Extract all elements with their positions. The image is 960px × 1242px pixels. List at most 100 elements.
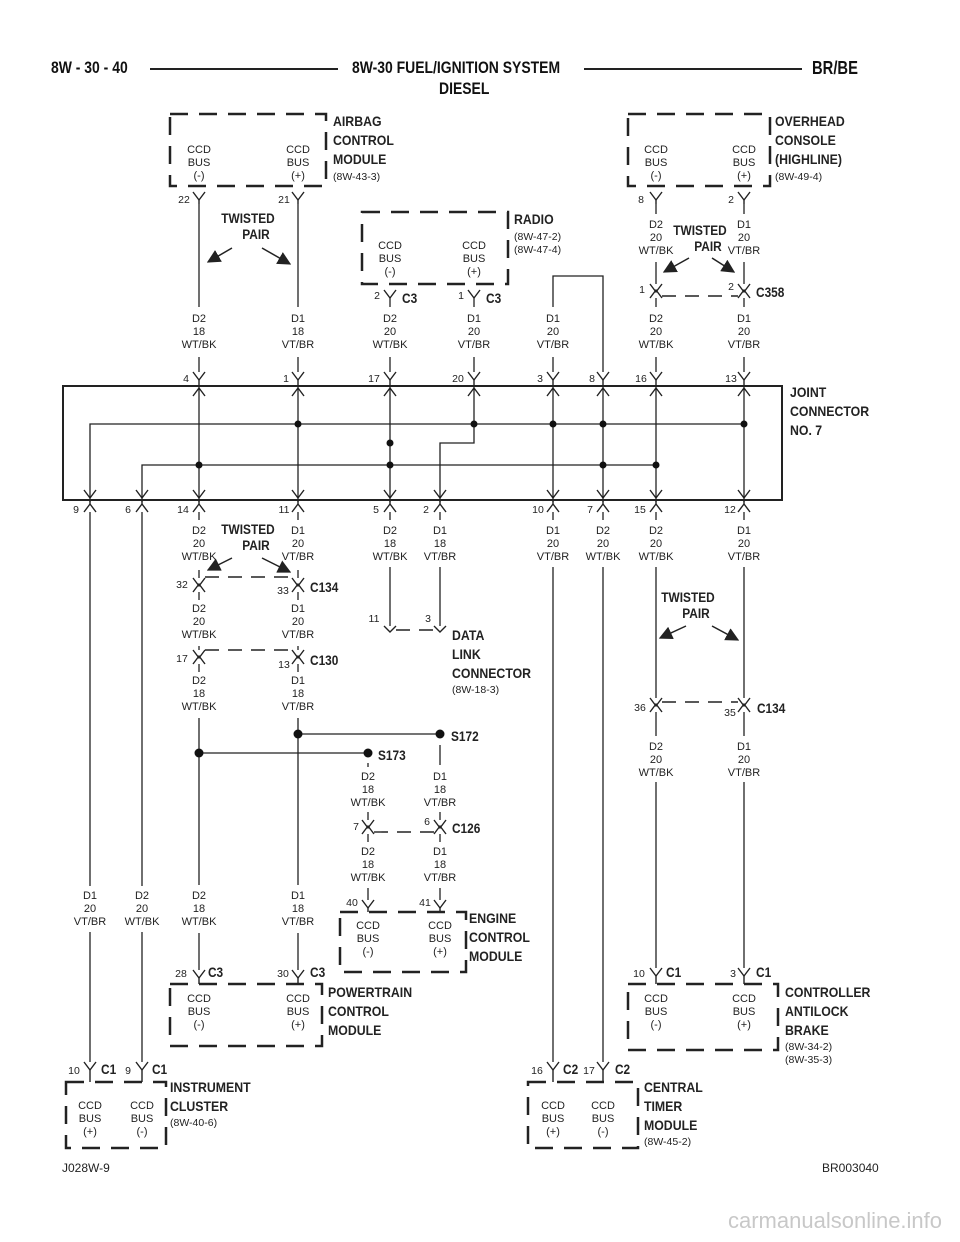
module-reference: (8W-18-3) (452, 684, 499, 696)
module-reference: (8W-47-4) (514, 244, 561, 256)
wire-label-circuit: D1 (291, 675, 305, 687)
wire-label-circuit: D1 (291, 890, 305, 902)
pin-number: 9 (125, 1065, 131, 1077)
ccd-bus-label: CCD (187, 144, 211, 156)
connector-label: S172 (451, 728, 479, 744)
wire-label-circuit: D2 (192, 525, 206, 537)
pin-number: 3 (537, 373, 543, 385)
module-reference: (8W-49-4) (775, 171, 822, 183)
module-name: (HIGHLINE) (775, 151, 842, 167)
wire-label-color: WT/BK (373, 551, 408, 563)
wire-label-circuit: D1 (467, 313, 481, 325)
wire-label-gauge: 20 (650, 538, 662, 550)
wire-label-gauge: 20 (384, 326, 396, 338)
pin-number: 35 (724, 707, 736, 719)
radio-box (360, 210, 510, 286)
wire-label-color: VT/BR (424, 797, 456, 809)
ccd-bus-label: BUS (463, 253, 486, 265)
module-name: CONNECTOR (452, 665, 532, 681)
module-name: CLUSTER (170, 1098, 229, 1114)
ccd-bus-label: BUS (79, 1113, 102, 1125)
wire-label-color: WT/BK (351, 872, 386, 884)
wire-label-circuit: D2 (649, 741, 663, 753)
module-name: MODULE (469, 948, 523, 964)
twisted-pair-label: PAIR (694, 238, 721, 254)
wire-label-circuit: D1 (546, 313, 560, 325)
ccd-bus-polarity: (+) (83, 1126, 97, 1138)
pin-number: 10 (532, 504, 544, 516)
wire-label-circuit: D2 (135, 890, 149, 902)
connector-label: S173 (378, 747, 406, 763)
twisted-pair-label: TWISTED (661, 589, 714, 605)
pin-number: 10 (633, 968, 645, 980)
ccd-bus-label: CCD (428, 920, 452, 932)
connector-label: C3 (208, 964, 223, 980)
wire-label-color: VT/BR (282, 916, 314, 928)
ccd-bus-polarity: (+) (467, 266, 481, 278)
wire-label-color: VT/BR (282, 701, 314, 713)
wire-label-circuit: D2 (192, 675, 206, 687)
wire-label-circuit: D2 (192, 313, 206, 325)
wire-label-gauge: 18 (292, 688, 304, 700)
pin-number: 3 (425, 613, 431, 625)
wire-label-circuit: D2 (361, 846, 375, 858)
pin-number: 2 (728, 281, 734, 293)
wire-label-circuit: D2 (649, 219, 663, 231)
ccd-bus-label: CCD (732, 144, 756, 156)
wire-label-gauge: 18 (434, 538, 446, 550)
wire-label-circuit: D1 (291, 525, 305, 537)
pin-number: 9 (73, 504, 79, 516)
connector-label: C1 (756, 964, 771, 980)
ccd-bus-label: BUS (645, 1006, 668, 1018)
pin-number: 33 (277, 585, 289, 597)
ccd-bus-label: BUS (733, 1006, 756, 1018)
pin-number: 1 (458, 290, 464, 302)
ccd-bus-label: BUS (592, 1113, 615, 1125)
wire-label-gauge: 18 (384, 538, 396, 550)
pin-number: 1 (283, 373, 289, 385)
connector-label: C3 (310, 964, 325, 980)
wire-label-color: VT/BR (458, 339, 490, 351)
wire-label-color: WT/BK (639, 551, 674, 563)
cluster-box (64, 1080, 168, 1150)
pin-number: 1 (639, 284, 645, 296)
ccd-bus-polarity: (-) (598, 1126, 609, 1138)
ccd-bus-label: CCD (644, 144, 668, 156)
wire-label-color: VT/BR (424, 872, 456, 884)
pin-number: 21 (278, 194, 290, 206)
module-name: MODULE (328, 1022, 382, 1038)
module-reference: (8W-43-3) (333, 171, 380, 183)
twisted-pair-label: PAIR (242, 537, 269, 553)
pin-number: 8 (638, 194, 644, 206)
wire-label-gauge: 20 (738, 538, 750, 550)
module-name: OVERHEAD (775, 113, 845, 129)
wire-label-gauge: 20 (193, 616, 205, 628)
connector-label: C3 (486, 290, 501, 306)
connector-label: C2 (615, 1061, 630, 1077)
wires (89, 204, 745, 1062)
pin-number: 2 (374, 290, 380, 302)
wire-label-color: VT/BR (728, 767, 760, 779)
ccd-bus-label: BUS (357, 933, 380, 945)
joint-connector-box (62, 385, 783, 501)
wire-label-circuit: D1 (433, 771, 447, 783)
splice-dots (194, 420, 748, 758)
pin-number: 13 (725, 373, 737, 385)
wire-label-gauge: 20 (468, 326, 480, 338)
ccd-bus-label: CCD (378, 240, 402, 252)
wire-label-circuit: D2 (383, 313, 397, 325)
module-name: MODULE (333, 151, 387, 167)
ccd-bus-label: BUS (287, 157, 310, 169)
wire-label-color: VT/BR (537, 339, 569, 351)
module-name: INSTRUMENT (170, 1079, 251, 1095)
wire-label-circuit: D1 (291, 313, 305, 325)
ccd-bus-label: BUS (188, 157, 211, 169)
wire-label-color: WT/BK (639, 245, 674, 257)
module-name: BRAKE (785, 1022, 829, 1038)
pin-number: 30 (277, 968, 289, 980)
twisted-pair-label: TWISTED (673, 222, 726, 238)
connector-label: C1 (152, 1061, 167, 1077)
wire-label-color: WT/BK (586, 551, 621, 563)
pin-number: 32 (176, 579, 188, 591)
connector-label: C1 (666, 964, 681, 980)
